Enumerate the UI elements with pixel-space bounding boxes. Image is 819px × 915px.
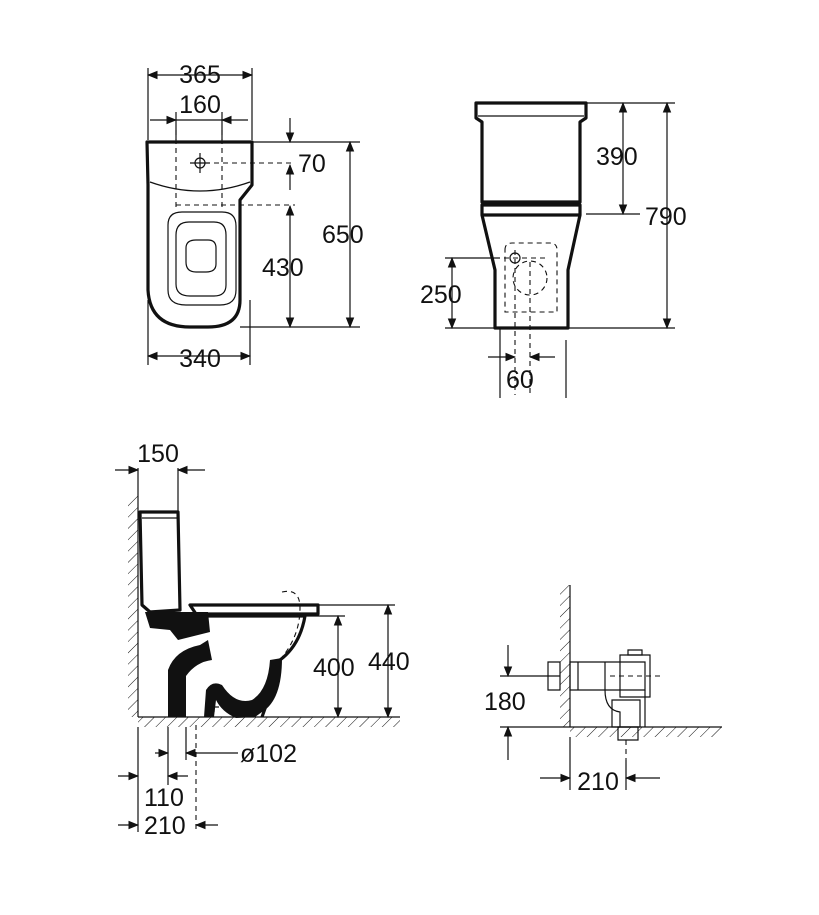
side-view: 150 400 440 ø102 110 210 xyxy=(115,440,410,840)
outlet-wall-hatch xyxy=(560,585,570,727)
dim-label-70: 70 xyxy=(298,150,326,178)
top-view-seat xyxy=(167,211,237,306)
dim-label-340: 340 xyxy=(179,345,221,373)
side-view-trap xyxy=(168,640,212,717)
dim-label-250: 250 xyxy=(420,281,462,309)
top-view: 365 160 70 650 430 340 xyxy=(145,61,364,373)
top-view-outline xyxy=(145,140,254,329)
front-view: 390 790 250 60 xyxy=(420,101,687,398)
dim-label-160: 160 xyxy=(179,91,221,119)
outlet-floor-hatch xyxy=(570,727,722,737)
dim-label-440: 440 xyxy=(368,648,410,676)
dim-label-400: 400 xyxy=(313,654,355,682)
side-floor-hatch xyxy=(138,717,400,727)
side-view-tank xyxy=(138,510,182,614)
dim-label-180: 180 xyxy=(484,688,526,716)
wall-outlet-view: 180 210 xyxy=(484,585,722,796)
dim-label-650: 650 xyxy=(322,221,364,249)
dim-label-790: 790 xyxy=(645,203,687,231)
dim-label-outlet-diameter: ø102 xyxy=(240,740,297,768)
dim-label-150: 150 xyxy=(137,440,179,468)
side-wall-hatch xyxy=(128,495,138,717)
dim-label-110: 110 xyxy=(144,784,184,812)
dim-label-390: 390 xyxy=(596,143,638,171)
front-view-pedestal xyxy=(480,214,582,330)
front-view-tank xyxy=(474,101,588,204)
dim-label-430: 430 xyxy=(262,254,304,282)
dim-label-365: 365 xyxy=(179,61,221,89)
dim-label-210-wall: 210 xyxy=(577,768,619,796)
dim-label-60: 60 xyxy=(506,366,534,394)
outlet-pipe xyxy=(547,661,561,691)
dim-label-210: 210 xyxy=(144,812,186,840)
